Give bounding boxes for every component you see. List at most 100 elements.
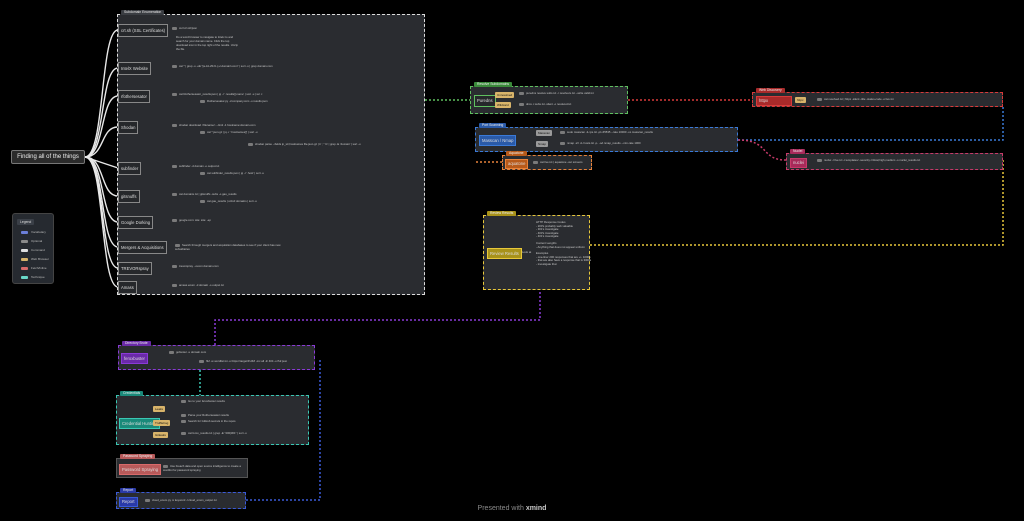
main-node[interactable]: gitsnuffs bbox=[118, 190, 140, 203]
legend-swatch bbox=[21, 249, 28, 252]
legend-item-label: Optional bbox=[31, 239, 43, 243]
wildcard-tag: Wildcard bbox=[495, 102, 511, 108]
legend-swatch bbox=[21, 240, 28, 243]
main-node-command: cat subfinder_results.json | jq -r '.hos… bbox=[200, 171, 264, 176]
green-row-2: dnsx -l subs.txt -silent -o resolved.txt bbox=[519, 102, 571, 107]
review-header: Review Results bbox=[487, 211, 517, 216]
resolve-subdomains-box: Resolve Subdomains Puredns Unresolved Wi… bbox=[470, 82, 628, 114]
main-node-note: the file. bbox=[176, 47, 186, 51]
main-node[interactable]: Google Dorking bbox=[118, 216, 154, 229]
main-node-command: Search through mergers and acquisition d… bbox=[175, 243, 281, 251]
pink-row-1: nuclei -l live.txt -t templates/ -severi… bbox=[817, 158, 920, 163]
panel-header: Subdomain Enumeration bbox=[121, 10, 165, 15]
web-discovery-box: Web Discovery httpx httpx cat resolved.t… bbox=[752, 88, 1003, 107]
orange-row-1: cat live.txt | aquatone -out screens bbox=[533, 160, 583, 165]
main-node[interactable]: crt.sh (SSL Certificates) bbox=[118, 24, 169, 37]
legend-swatch bbox=[21, 267, 28, 270]
report-header: Report bbox=[120, 488, 137, 493]
green-row-1: puredns resolve subs.txt -r resolvers.tx… bbox=[519, 91, 594, 96]
trufflehog-tag: Trufflehog bbox=[153, 420, 171, 426]
main-node-command: amass enum -d domain -o output.txt bbox=[172, 283, 224, 288]
legend-swatch bbox=[21, 231, 28, 234]
footer-brand: xmind bbox=[525, 505, 547, 512]
review-note-line: - 403's investigate bbox=[536, 230, 559, 235]
puredns-node[interactable]: Puredns bbox=[474, 95, 496, 107]
httpx-node[interactable]: httpx bbox=[756, 96, 792, 106]
aquatone-box: Aquatone aquatone cat live.txt | aquaton… bbox=[502, 151, 592, 170]
main-node-command: trevorspray --recon domain.com bbox=[172, 264, 219, 269]
main-node[interactable]: TREVORspray bbox=[118, 262, 152, 275]
main-node-command: cat gau_results | unfurl domains | sort … bbox=[200, 199, 257, 204]
nuclei-box: Nuclei nuclei nuclei -l live.txt -t temp… bbox=[786, 149, 1003, 170]
legend-item-label: Vocabulary bbox=[31, 230, 46, 234]
web-discovery-header: Web Discovery bbox=[756, 88, 785, 93]
legend-swatch bbox=[21, 258, 28, 261]
main-node-command: shodan download <filename> --limit -1 ho… bbox=[172, 123, 256, 128]
report-node[interactable]: Report bbox=[119, 497, 138, 507]
masscan-tag: Masscan bbox=[536, 130, 553, 136]
aquatone-node[interactable]: aquatone bbox=[505, 159, 529, 169]
leaks-tag: Leaks bbox=[153, 406, 166, 412]
blue-row-2: nmap -sV -iL hosts.txt -p- -oA nmap_resu… bbox=[560, 141, 641, 146]
teal-row-2: Parse your Rothersesator results bbox=[181, 413, 229, 418]
main-node-command: google.com: site: site: -ep bbox=[172, 218, 211, 223]
main-node-note: search for your domain name. Click the t… bbox=[176, 39, 230, 43]
report-box: Report Report cloud_enum.py -k keyword -… bbox=[116, 488, 246, 509]
root-node[interactable]: Finding all of the things bbox=[11, 150, 85, 164]
main-node-command: Rothersesator.py -d company.com -o resul… bbox=[200, 99, 268, 104]
legend-item-label: Technique bbox=[31, 275, 45, 279]
main-node-note: download icon in the top right of the re… bbox=[176, 43, 238, 47]
nmap-tag: Nmap bbox=[536, 141, 549, 147]
main-node-note: Do a word browser to navigate to Intelx … bbox=[176, 35, 234, 39]
review-note-line: HTTP Response Codes bbox=[536, 220, 566, 224]
legend-item-label: Web Browser bbox=[31, 257, 49, 261]
main-node-command: curl crt.sh/json bbox=[172, 26, 197, 31]
purple-row-2: ffuf -w wordlist.txt -u https://target/F… bbox=[199, 359, 287, 364]
purple-row-1: gobuster -u domain.com bbox=[169, 350, 206, 355]
main-node[interactable]: Amass bbox=[118, 281, 137, 294]
password-spraying-header: Password Spraying bbox=[120, 454, 156, 459]
teal-row-4: cat ferox_results.txt | grep -E "200|301… bbox=[181, 431, 247, 436]
directory-brute-header: Directory Brute bbox=[122, 341, 151, 346]
main-node-command: cat *.json.gz | jq -r '.hostnames[]' | s… bbox=[200, 130, 257, 135]
resolve-header: Resolve Subdomains bbox=[474, 82, 513, 87]
legend-item-label: Command bbox=[31, 248, 45, 252]
review-note-line: - 401's investigate bbox=[536, 234, 559, 239]
red-row-1: cat resolved.txt | httpx -silent -title … bbox=[817, 97, 894, 102]
teal-row-3: Search for GitHub secrets in the repos bbox=[181, 419, 236, 424]
main-node[interactable]: subfinder bbox=[118, 162, 142, 175]
navy-row-1: cloud_enum.py -k keyword -l cloud_enum_o… bbox=[145, 498, 217, 503]
main-node[interactable]: rfothersesator bbox=[118, 90, 150, 103]
main-node[interactable]: IntelX Website bbox=[118, 62, 151, 75]
review-results-box: Review Results Review Results Look at HT… bbox=[483, 211, 591, 290]
review-note-line: - one-liner 200 responses that are +/- 1… bbox=[536, 254, 591, 259]
nuclei-node[interactable]: nuclei bbox=[790, 158, 807, 168]
blue-row-1: sudo masscan -iL ips.txt -p1-65535 --rat… bbox=[560, 130, 653, 135]
subdomain-enumeration-panel: Subdomain Enumeration bbox=[117, 10, 425, 295]
salmon-row-1: Use breach data and open source intellig… bbox=[163, 464, 241, 472]
review-note-line: Examples bbox=[536, 251, 549, 256]
httpx-tag: httpx bbox=[795, 97, 806, 103]
review-note-line: - Anything that does not appear uniform bbox=[536, 244, 585, 249]
directory-brute-box: Directory Brute feroxbuster gobuster -u … bbox=[118, 341, 315, 370]
feroxbuster-node[interactable]: feroxbuster bbox=[121, 353, 148, 364]
main-node-command: cat domains.txt | gitsnuffs -subs -o gau… bbox=[172, 192, 237, 197]
password-spraying-node[interactable]: Password Spraying bbox=[119, 464, 162, 475]
gitleaks-tag: Gitleaks bbox=[153, 432, 168, 438]
legend-swatch bbox=[21, 276, 28, 279]
teal-row-1: Go to your feroxbuster results bbox=[181, 399, 225, 404]
review-node[interactable]: Review Results bbox=[487, 248, 522, 259]
credentials-header: Credentials bbox=[120, 391, 144, 396]
main-node[interactable]: Shodan bbox=[118, 121, 139, 134]
password-spraying-box: Password Spraying Password Spraying Use … bbox=[116, 454, 248, 478]
footer-prefix: Presented with bbox=[477, 505, 524, 512]
footer: Presented with xmind bbox=[0, 505, 1024, 512]
aquatone-header: Aquatone bbox=[506, 151, 527, 156]
nuclei-header: Nuclei bbox=[790, 149, 806, 154]
main-node[interactable]: Mergers & Acquisitions bbox=[118, 241, 167, 254]
port-scanning-header: Port Scanning bbox=[479, 123, 507, 128]
review-note-line: - 200's probably web valuable bbox=[536, 223, 573, 228]
masscan-node[interactable]: Masscan / Nmap bbox=[479, 135, 517, 146]
